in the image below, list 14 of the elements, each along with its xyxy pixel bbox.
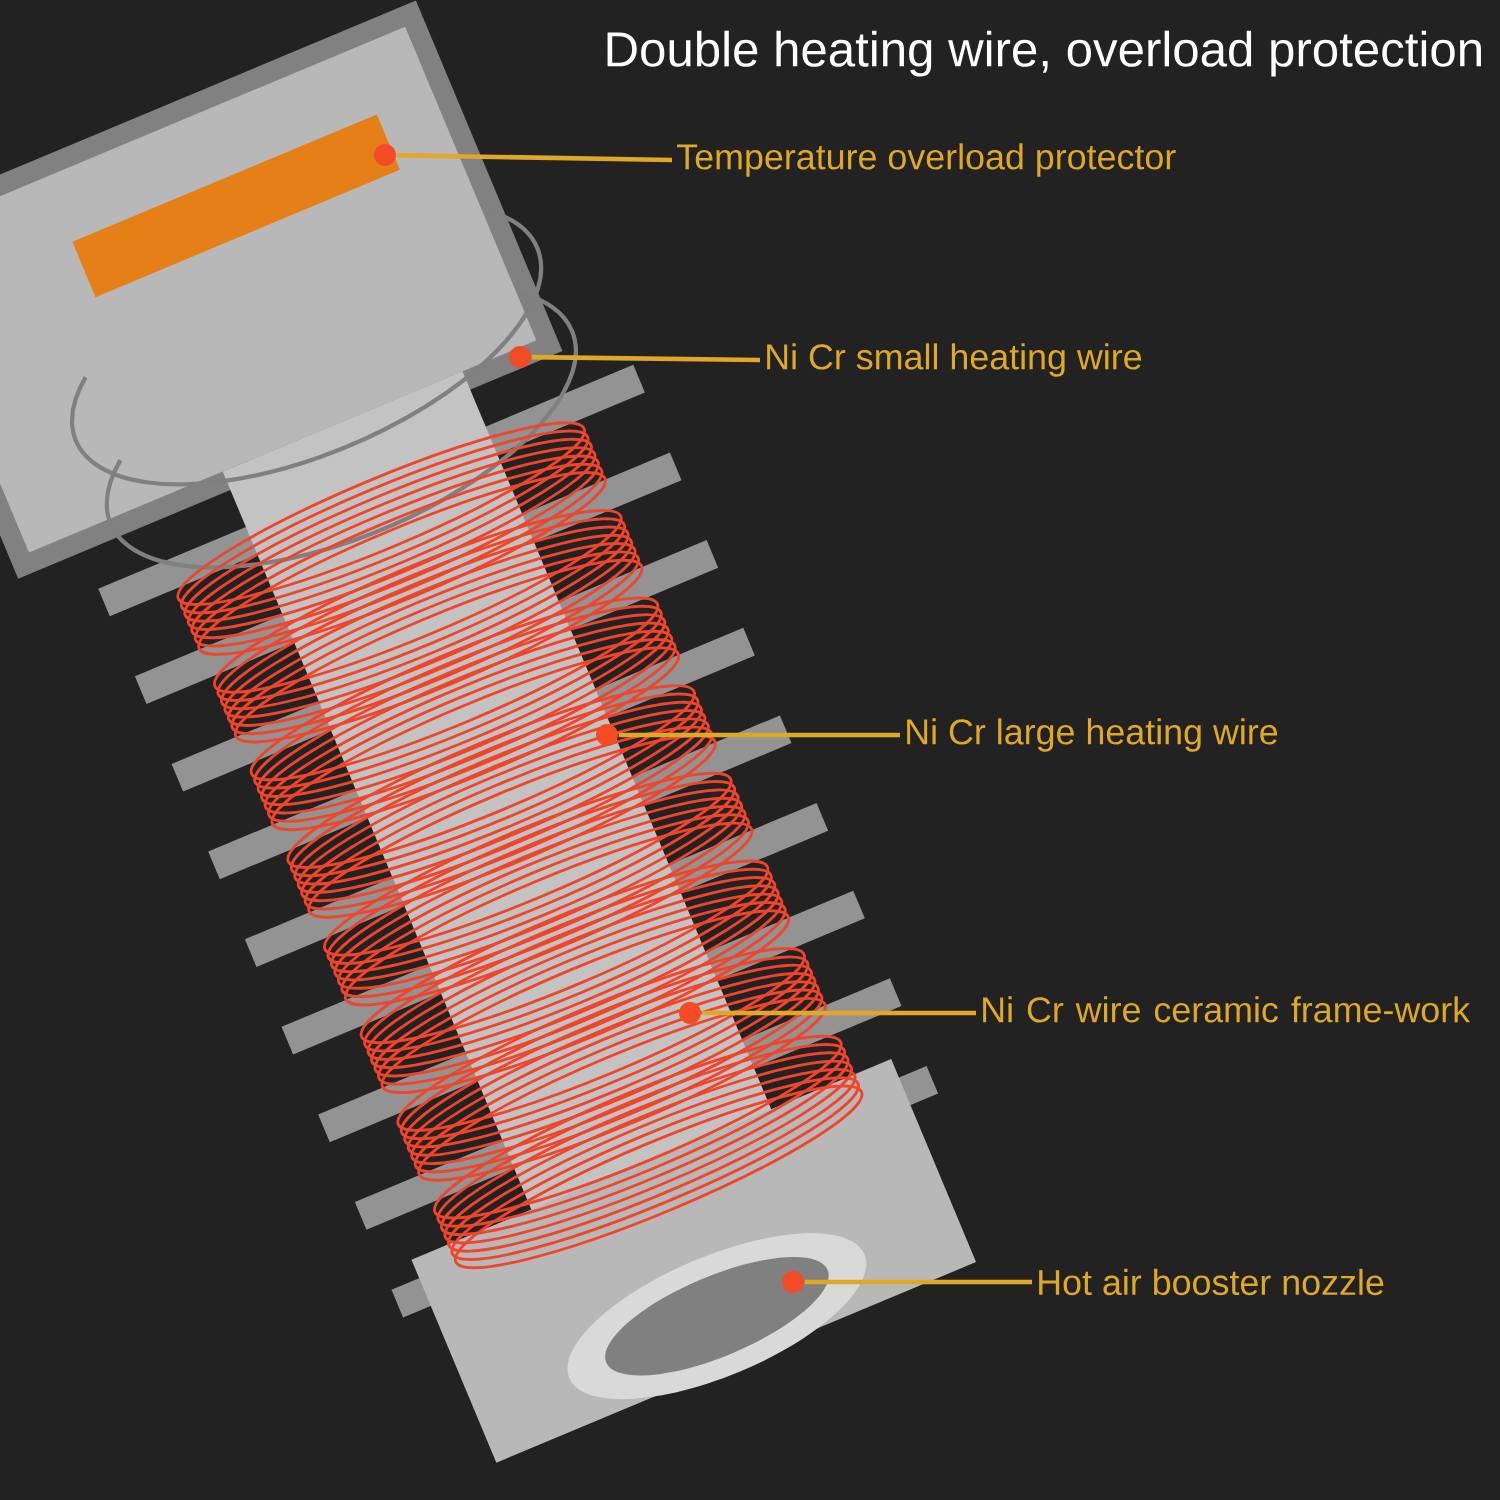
part-label: Hot air booster nozzle: [1039, 1268, 1384, 1296]
marker-dot: [596, 724, 618, 746]
leader-line: [618, 732, 900, 738]
part-label: Ni Cr wire ceramic frame-work: [983, 996, 1471, 1023]
part-label: Temperature overload protector: [677, 143, 1176, 177]
part-label: Ni Cr small heating wire: [767, 343, 1142, 377]
marker-dot: [509, 346, 531, 368]
part-label: Ni Cr large heating wire: [907, 718, 1278, 752]
marker-dot: [679, 1002, 701, 1024]
leader-line: [396, 152, 673, 163]
title: Double heating wire, overload protection: [607, 30, 1481, 77]
marker-dot: [782, 1271, 804, 1293]
leader-line: [531, 354, 761, 363]
marker-dot: [374, 144, 396, 166]
